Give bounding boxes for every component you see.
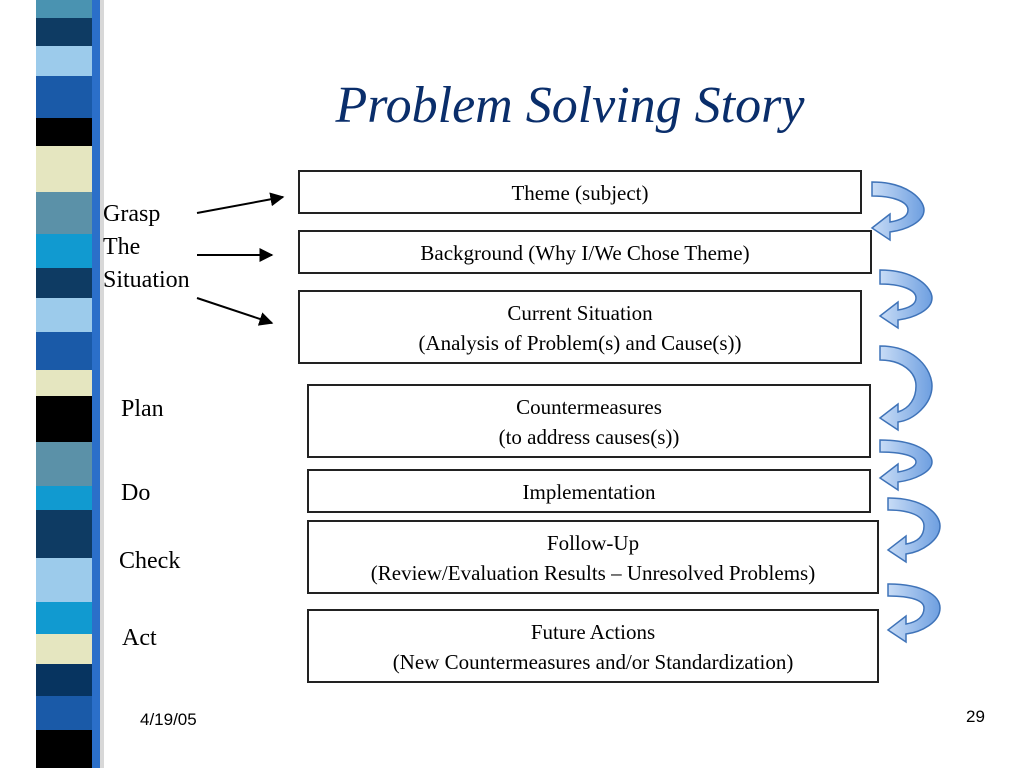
decorative-color-strip — [0, 0, 120, 768]
strip-block — [36, 396, 92, 442]
strip-block — [36, 370, 92, 396]
strip-block — [36, 558, 92, 602]
curved-arrow-icon-5 — [886, 497, 941, 564]
arrow-grasp-to-current-situation — [196, 297, 274, 326]
grasp-line-2: The — [103, 234, 141, 260]
step-countermeasures-title: Countermeasures — [516, 395, 662, 419]
curved-arrow-icon-3 — [878, 345, 933, 432]
strip-block — [36, 332, 92, 370]
step-follow-up-title: Follow-Up — [546, 531, 640, 555]
step-box-implementation: Implementation — [307, 469, 871, 513]
strip-block — [92, 0, 100, 768]
curved-arrow-icon-4 — [878, 439, 933, 492]
step-box-follow-up: Follow-Up (Review/Evaluation Results – U… — [307, 520, 879, 594]
step-box-future-actions: Future Actions (New Countermeasures and/… — [307, 609, 879, 683]
step-theme-text: Theme (subject) — [511, 181, 649, 205]
strip-block — [36, 298, 92, 332]
strip-block — [36, 696, 92, 730]
grasp-line-1: Grasp — [103, 201, 161, 227]
strip-block — [36, 0, 92, 18]
strip-block — [36, 442, 92, 486]
step-box-countermeasures: Countermeasures (to address causes(s)) — [307, 384, 871, 458]
grasp-line-3: Situation — [103, 267, 190, 293]
strip-block — [36, 634, 92, 664]
step-countermeasures-subtitle: (to address causes(s)) — [498, 425, 680, 449]
strip-block — [36, 234, 92, 268]
arrow-grasp-to-theme — [196, 192, 285, 214]
strip-block — [36, 510, 92, 558]
curved-arrow-icon-1 — [870, 181, 925, 242]
strip-block — [36, 602, 92, 634]
step-background-text: Background (Why I/We Chose Theme) — [420, 241, 750, 265]
phase-label-do: Do — [121, 480, 151, 506]
phase-label-check: Check — [119, 548, 181, 574]
phase-label-act: Act — [122, 625, 157, 651]
strip-block — [36, 664, 92, 696]
footer-page-number: 29 — [966, 707, 985, 726]
step-box-current-situation: Current Situation (Analysis of Problem(s… — [298, 290, 862, 364]
step-follow-up-subtitle: (Review/Evaluation Results – Unresolved … — [370, 561, 816, 585]
strip-block — [36, 192, 92, 234]
curved-arrow-icon-2 — [878, 269, 933, 330]
curved-arrow-icon-6 — [886, 583, 941, 644]
step-box-theme: Theme (subject) — [298, 170, 862, 214]
footer-date: 4/19/05 — [140, 710, 197, 729]
step-current-situation-title: Current Situation — [507, 301, 653, 325]
step-box-background: Background (Why I/We Chose Theme) — [298, 230, 872, 274]
phase-label-grasp: Grasp The Situation — [103, 197, 190, 297]
step-future-actions-title: Future Actions — [530, 620, 656, 644]
step-future-actions-subtitle: (New Countermeasures and/or Standardizat… — [392, 650, 794, 674]
slide-title: Problem Solving Story — [335, 77, 805, 134]
strip-block — [36, 118, 92, 146]
strip-block — [36, 18, 92, 46]
strip-block — [36, 486, 92, 510]
step-current-situation-subtitle: (Analysis of Problem(s) and Cause(s)) — [418, 331, 742, 355]
step-implementation-text: Implementation — [522, 480, 656, 504]
strip-block — [36, 76, 92, 118]
strip-block — [36, 146, 92, 192]
phase-label-plan: Plan — [121, 396, 164, 422]
strip-block — [36, 730, 92, 768]
strip-block — [36, 268, 92, 298]
strip-block — [36, 46, 92, 76]
